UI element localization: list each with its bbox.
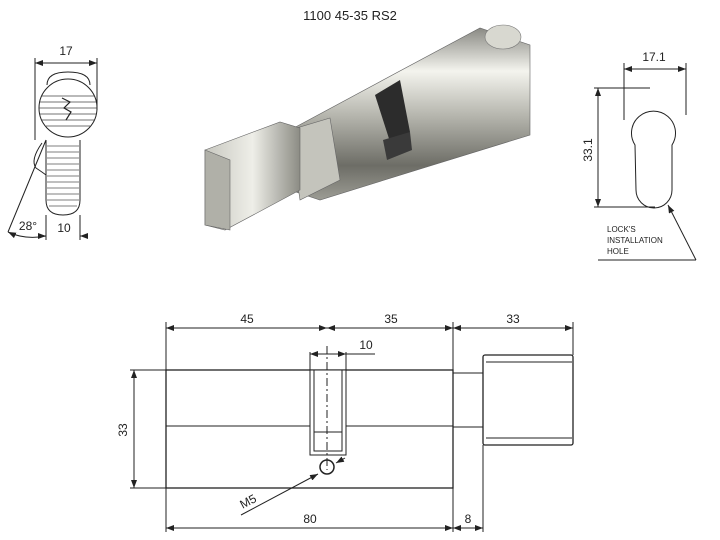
side-view [7,58,98,240]
dim-spacer-length: 8 [465,512,472,526]
side-angle-dim: 28° [19,219,37,233]
hole-width-dim: 17.1 [642,50,666,64]
side-thumb-dim: 10 [57,221,71,235]
hole-height-dim: 33.1 [581,138,595,162]
hole-note-line-1: LOCK'S [607,225,636,234]
dim-total-length: 80 [303,512,317,526]
hole-note-line-2: INSTALLATION [607,236,663,245]
screw-label: M5 [237,491,259,511]
drawing-title: 1100 45-35 RS2 [303,8,397,23]
dim-cam-width: 10 [359,338,373,352]
dim-right-length: 35 [384,312,398,326]
hole-note-line-3: HOLE [607,247,629,256]
dim-left-length: 45 [240,312,254,326]
hole-view [594,63,697,261]
cylinder-render [204,24,531,231]
dim-height: 33 [116,423,130,437]
front-view [130,322,574,532]
side-width-dim: 17 [59,44,73,58]
dim-knob-length: 33 [506,312,520,326]
